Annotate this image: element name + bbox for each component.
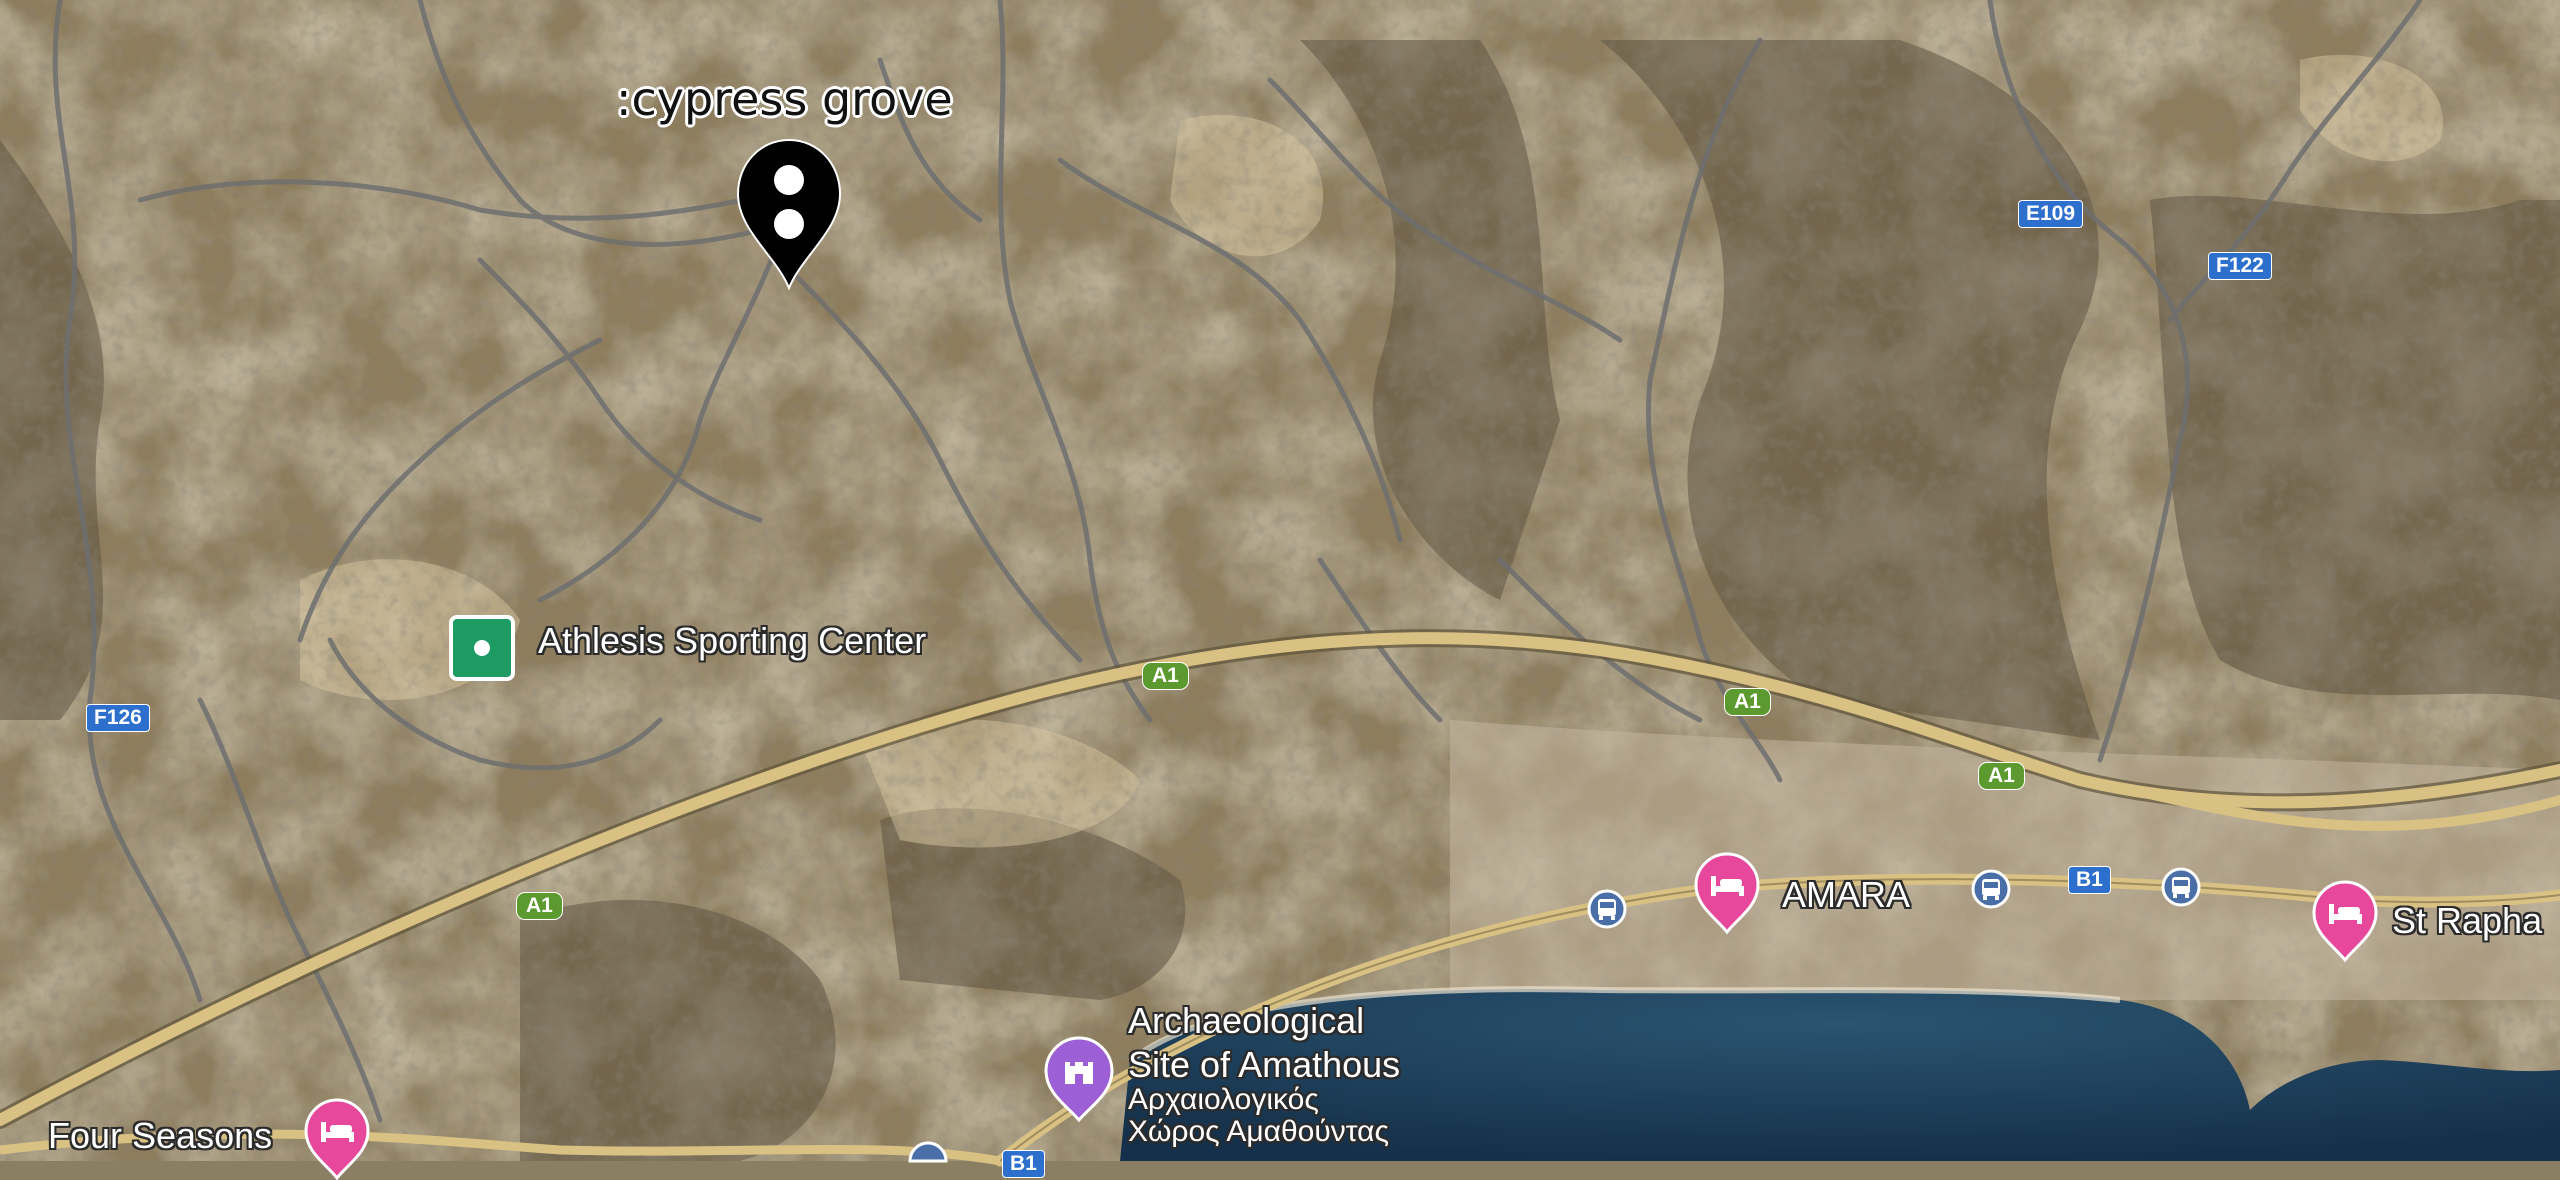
sports-poi-icon[interactable] — [448, 614, 516, 682]
pin-label: :cypress grove — [616, 72, 953, 126]
bus-icon[interactable] — [1586, 888, 1628, 930]
hotel-bed-icon[interactable] — [2312, 880, 2378, 963]
road-shield-b1: B1 — [1002, 1150, 1045, 1178]
road-shield-a1: A1 — [1142, 662, 1189, 690]
place-label-archaeological-line1[interactable]: Archaeological — [1128, 1000, 1365, 1041]
place-label-four-seasons[interactable]: Four Seasons — [48, 1115, 273, 1156]
place-label-archaeological-greek1: Αρχαιολογικός — [1128, 1083, 1319, 1116]
road-shield-b1: B1 — [2068, 866, 2111, 894]
bus-icon[interactable] — [1970, 868, 2012, 910]
hotel-bed-icon[interactable] — [304, 1098, 370, 1180]
place-label-archaeological-greek2: Χώρος Αμαθούντας — [1128, 1115, 1389, 1148]
place-label-athlesis[interactable]: Athlesis Sporting Center — [538, 620, 927, 661]
location-pin-icon[interactable] — [736, 138, 842, 291]
hotel-bed-icon[interactable] — [1694, 852, 1760, 935]
bus-icon[interactable] — [908, 1141, 948, 1163]
road-shield-a1: A1 — [516, 892, 563, 920]
place-label-st-raphael[interactable]: St Rapha — [2392, 900, 2543, 941]
road-shield-f126: F126 — [86, 704, 150, 732]
road-shield-f122: F122 — [2208, 252, 2272, 280]
bus-icon[interactable] — [2160, 866, 2202, 908]
place-label-amara[interactable]: AMARA — [1782, 874, 1911, 915]
castle-icon[interactable] — [1044, 1036, 1114, 1123]
road-shield-a1: A1 — [1724, 688, 1771, 716]
road-shield-a1: A1 — [1978, 762, 2025, 790]
road-shield-e109: E109 — [2018, 200, 2084, 228]
place-label-archaeological-line2[interactable]: Site of Amathous — [1128, 1044, 1401, 1085]
